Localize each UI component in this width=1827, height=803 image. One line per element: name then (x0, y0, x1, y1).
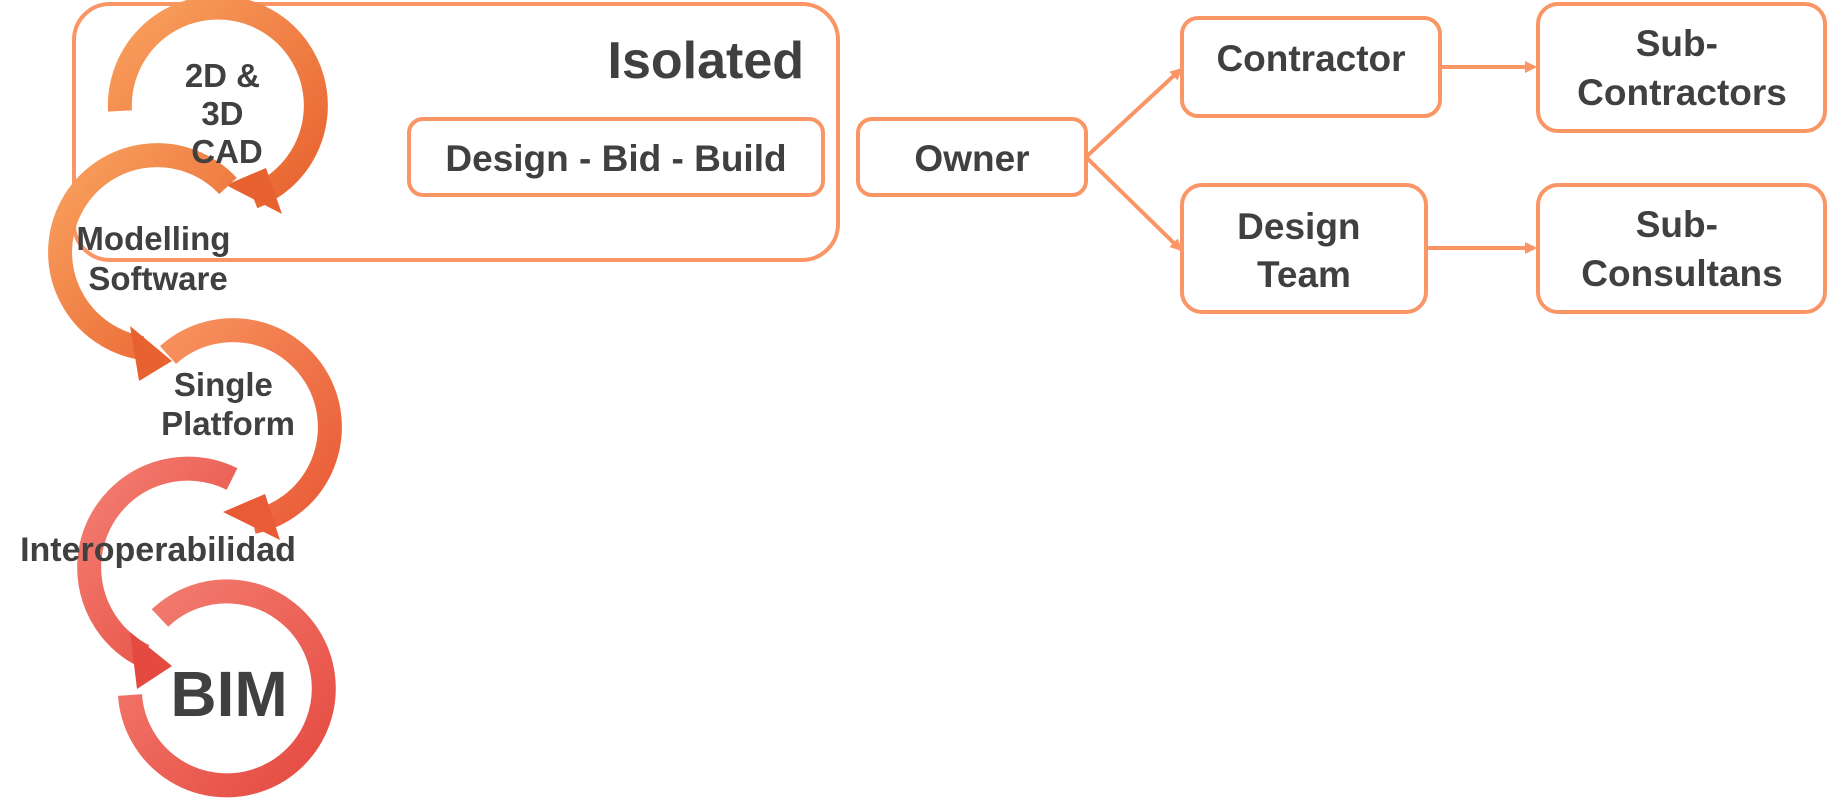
isolated-panel-frame (72, 2, 840, 262)
cycle-label-bim-line-1: BIM (170, 658, 287, 730)
subcontractors-label: Sub- Contractors (1577, 23, 1787, 113)
subconsultants-node: Sub- Consultans (1536, 183, 1827, 314)
subconsultants-label-line-1: Sub- (1636, 204, 1718, 245)
owner-label: Owner (914, 138, 1029, 179)
cycle-label-modelling-line-2: Software (88, 260, 227, 297)
cycle-arrow-interoperability (77, 456, 238, 689)
cycle-label-modelling: Modelling Software (76, 220, 239, 297)
subconsultants-label-line-2: Consultans (1581, 253, 1782, 294)
cycle-arrow-single-platform (159, 318, 342, 540)
cycle-label-single-platform-line-2: Platform (161, 405, 295, 442)
cycle-label-cad-line-2: 3D (201, 95, 243, 132)
design-team-label: Design Team (1237, 206, 1371, 295)
cycle-arrow-modelling (48, 143, 237, 381)
connector-owner-design-team (1084, 155, 1183, 252)
cycle-label-cad: 2D & 3D CAD (185, 57, 269, 170)
contractor-label: Contractor (1216, 38, 1405, 79)
cycle-label-cad-line-1: 2D & (185, 57, 260, 94)
design-bid-build-label: Design - Bid - Build (445, 138, 786, 179)
cycle-label-interoperability: Interoperabilidad (20, 531, 296, 569)
subcontractors-label-line-2: Contractors (1577, 72, 1787, 113)
contractor-node: Contractor (1180, 16, 1442, 118)
org-chart: Owner Contractor Sub- Contractors Design… (856, 2, 1827, 314)
owner-node: Owner (856, 117, 1088, 197)
design-team-node: Design Team (1180, 183, 1428, 314)
subconsultants-label: Sub- Consultans (1581, 204, 1782, 294)
isolated-title: Isolated (608, 32, 805, 90)
design-team-label-line-1: Design (1237, 206, 1360, 247)
design-team-label-line-2: Team (1257, 254, 1351, 295)
cycle-label-single-platform-line-1: Single (174, 366, 273, 403)
cycle-arrow-cad (107, 0, 328, 214)
cycle-label-modelling-line-1: Modelling (76, 220, 230, 257)
subcontractors-label-line-1: Sub- (1636, 23, 1718, 64)
bim-evolution-cycle: 2D & 3D CAD Modelling Software Single Pl… (20, 0, 342, 798)
cycle-label-single-platform: Single Platform (161, 366, 295, 442)
cycle-ring-bim (118, 579, 336, 798)
cycle-label-bim: BIM (170, 658, 287, 730)
connector-owner-contractor (1084, 67, 1183, 159)
cycle-label-interoperability-line-1: Interoperabilidad (20, 531, 296, 569)
isolated-panel: Isolated Design - Bid - Build (72, 2, 840, 262)
subcontractors-node: Sub- Contractors (1536, 2, 1827, 133)
cycle-label-cad-line-3: CAD (191, 133, 263, 170)
design-bid-build-box (407, 117, 825, 197)
